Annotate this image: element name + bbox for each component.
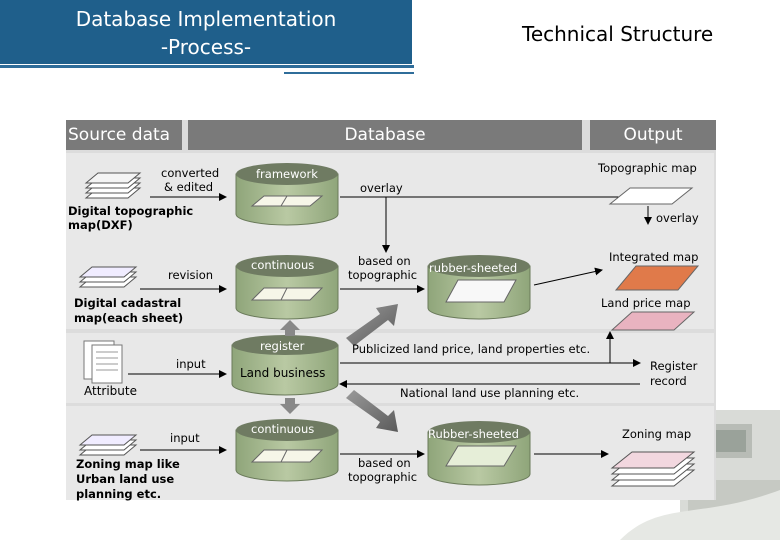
- source-2-label-line2: map(each sheet): [74, 311, 183, 325]
- source-1-arrow-label-line2: & edited: [164, 180, 213, 194]
- slide-title-line1: Database Implementation: [75, 7, 337, 31]
- database-continuous-2-label: continuous: [251, 422, 314, 436]
- slide-title-line2: -Process-: [160, 35, 252, 59]
- source-2-arrow-label: revision: [168, 268, 213, 282]
- title-underline: [0, 65, 414, 68]
- database-framework-label: framework: [256, 167, 318, 181]
- flow-national: National land use planning etc.: [400, 386, 579, 400]
- output-zoning-stack: [610, 451, 696, 487]
- source-3-label: Attribute: [84, 384, 137, 398]
- output-land-price-map: Land price map: [601, 296, 691, 310]
- big-arrow-down: [346, 390, 398, 432]
- header-output-label: Output: [623, 125, 682, 145]
- source-map-stack-4: [78, 434, 138, 456]
- source-4-label-line3: planning etc.: [76, 487, 161, 501]
- database-continuous-2: [235, 419, 339, 482]
- slide-title-bar: Database Implementation -Process-: [0, 0, 412, 64]
- panel-middle: [66, 333, 714, 403]
- title-underline-short: [284, 72, 414, 74]
- source-2-label-line1: Digital cadastral: [74, 296, 181, 310]
- database-register: [231, 335, 339, 396]
- big-arrow-up: [346, 304, 398, 346]
- database-register-label: register: [260, 339, 305, 353]
- output-zoning-map: Zoning map: [622, 427, 691, 441]
- source-map-stack-2: [78, 266, 138, 288]
- database-rubber-sheeted-2-label: Rubber-sheeted: [428, 427, 519, 441]
- database-rubber-sheeted-1-label: rubber-sheeted: [429, 261, 517, 275]
- source-4-label-line1: Zoning map like: [76, 457, 180, 471]
- source-1-arrow-label-line1: converted: [161, 166, 219, 180]
- arrow-rubber-integrated: [533, 267, 603, 286]
- attribute-documents: [83, 340, 123, 384]
- output-topographic-map: Topographic map: [597, 161, 697, 175]
- flow-publicized: Publicized land price, land properties e…: [352, 342, 590, 356]
- flow-based-on-1-line2: topographic: [348, 268, 417, 282]
- header-database: [188, 120, 582, 150]
- output-register-record-line2: record: [650, 374, 687, 388]
- flow-based-on-2-line1: based on: [358, 456, 411, 470]
- database-land-business-label: Land business: [240, 366, 325, 380]
- output-integrated-map: Integrated map: [609, 250, 698, 264]
- database-continuous-1-label: continuous: [251, 258, 314, 272]
- flow-based-on-2-line2: topographic: [348, 470, 417, 484]
- header-source: [66, 120, 182, 150]
- source-1-label-line2: map(DXF): [68, 218, 133, 232]
- source-1-label-line1: Digital topographic: [68, 204, 193, 218]
- database-framework: [235, 163, 339, 226]
- output-integrated-image: [614, 265, 700, 291]
- source-4-label-line2: Urban land use: [76, 472, 174, 486]
- database-rubber-sheeted-1: [427, 255, 531, 320]
- flow-overlay-2: overlay: [656, 211, 699, 225]
- up-arrow-to-continuous: [280, 320, 300, 336]
- flow-overlay-1: overlay: [360, 181, 403, 195]
- database-rubber-sheeted-2: [427, 421, 531, 486]
- source-4-arrow-label: input: [170, 431, 200, 445]
- output-register-record-line1: Register: [650, 359, 698, 373]
- header-database-label: Database: [344, 125, 425, 145]
- output-topographic-image: [608, 187, 694, 205]
- header-output: [590, 120, 716, 150]
- section-title: Technical Structure: [522, 22, 714, 46]
- output-land-price-image: [610, 311, 696, 331]
- source-map-stack-1: [84, 172, 142, 199]
- source-3-arrow-label: input: [176, 357, 206, 371]
- flow-based-on-1-line1: based on: [358, 254, 411, 268]
- database-continuous-1: [235, 255, 339, 320]
- down-arrow-to-continuous: [280, 398, 300, 414]
- header-source-label: Source data: [68, 125, 170, 145]
- panel-top: [66, 153, 714, 329]
